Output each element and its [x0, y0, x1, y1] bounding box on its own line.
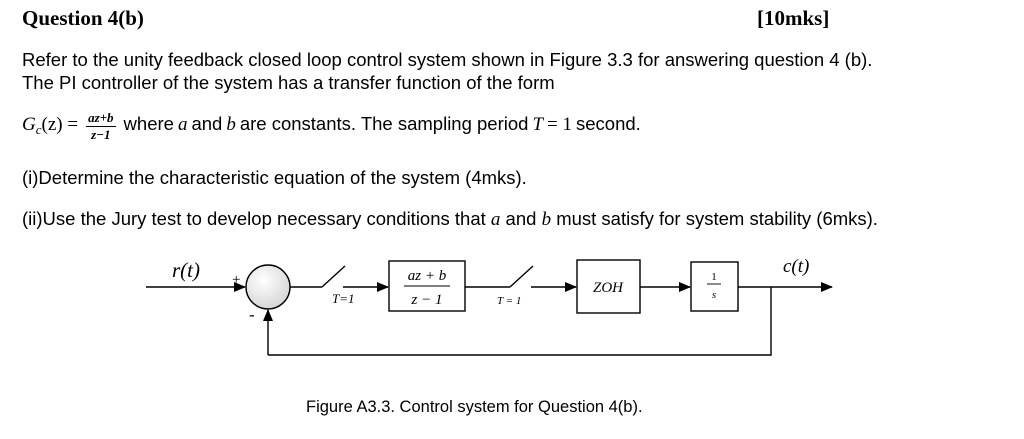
formula-var-a: a	[177, 114, 188, 136]
plant-block	[690, 261, 739, 312]
part-ii-pre: (ii)Use the Jury test to develop necessa…	[22, 208, 486, 229]
controller-formula: Gc(z) = az+b z−1 where a and b are const…	[22, 111, 641, 151]
sampler-2-label: T = 1	[497, 295, 521, 307]
figure-caption: Figure A3.3. Control system for Question…	[306, 398, 643, 416]
intro-line-1: Refer to the unity feedback closed loop …	[22, 49, 873, 70]
sampler-1-switch	[321, 265, 346, 288]
formula-lhs-arg: (z) =	[41, 114, 79, 136]
input-label: r(t)	[172, 258, 200, 282]
feedback-path	[268, 287, 772, 356]
intro-line-2: The PI controller of the system has a tr…	[22, 72, 555, 93]
part-ii: (ii)Use the Jury test to develop necessa…	[22, 207, 878, 231]
output-label: c(t)	[783, 256, 809, 277]
plant-numerator: 1	[711, 271, 717, 283]
formula-numerator: az+b	[86, 110, 116, 127]
part-ii-and: and	[505, 208, 537, 229]
formula-denominator: z−1	[91, 127, 111, 142]
formula-lhs: G	[22, 114, 36, 136]
formula-equals: = 1	[547, 114, 572, 136]
plant-denominator: s	[712, 289, 716, 301]
minus-sign: -	[249, 305, 255, 324]
plus-sign: +	[232, 272, 240, 288]
formula-constants-text: are constants. The sampling period	[239, 113, 529, 135]
part-ii-var-b: b	[541, 209, 552, 230]
controller-denominator: z − 1	[411, 292, 443, 308]
formula-var-T: T	[532, 114, 544, 136]
summing-junction	[245, 264, 291, 310]
part-ii-post: must satisfy for system stability (6mks)…	[556, 208, 878, 229]
part-i: (i)Determine the characteristic equation…	[22, 167, 527, 188]
formula-unit: second.	[576, 113, 641, 135]
formula-fraction: az+b z−1	[86, 110, 116, 142]
formula-var-b: b	[226, 114, 236, 136]
question-title: Question 4(b)	[22, 6, 144, 30]
zoh-label: ZOH	[593, 280, 624, 296]
sampler-1-label: T=1	[332, 291, 355, 306]
marks-label: [10mks]	[757, 6, 830, 30]
part-ii-var-a: a	[490, 209, 501, 230]
formula-where: where	[123, 113, 174, 135]
formula-and: and	[191, 113, 223, 135]
controller-numerator: az + b	[408, 268, 447, 284]
formula-lhs-sub: c	[35, 122, 42, 138]
zoh-block	[576, 259, 641, 314]
sampler-2-switch	[509, 265, 534, 288]
